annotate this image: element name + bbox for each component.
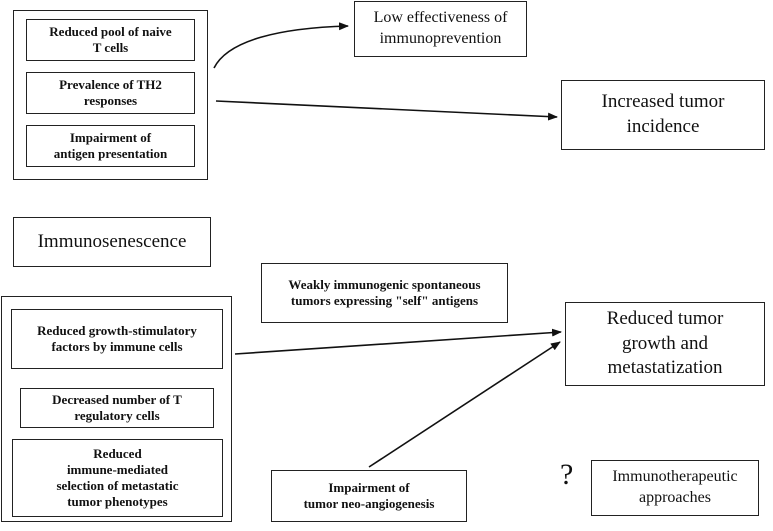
t-regulatory-box: Decreased number of T regulatory cells bbox=[20, 388, 214, 428]
top-factor-group bbox=[13, 10, 208, 180]
arrow-from-bottom-group bbox=[234, 328, 562, 355]
metastatic-selection-box: Reduced immune-mediated selection of met… bbox=[12, 439, 223, 517]
question-mark: ? bbox=[560, 458, 574, 491]
weakly-immunogenic-box: Weakly immunogenic spontaneous tumors ex… bbox=[261, 263, 508, 323]
naive-t-cells-box: Reduced pool of naive T cells bbox=[26, 19, 195, 61]
arrow-from-neo-angiogenesis bbox=[368, 341, 561, 468]
neo-angiogenesis-box: Impairment of tumor neo-angiogenesis bbox=[271, 470, 467, 522]
growth-stimulatory-box: Reduced growth-stimulatory factors by im… bbox=[11, 309, 223, 369]
bottom-factor-group bbox=[1, 296, 232, 522]
immunotherapeutic-box: Immunotherapeutic approaches bbox=[591, 460, 759, 516]
antigen-presentation-box: Impairment of antigen presentation bbox=[26, 125, 195, 167]
low-effectiveness-box: Low effectiveness of immunoprevention bbox=[354, 1, 527, 57]
arrow-to-increased-incidence bbox=[215, 100, 558, 121]
th2-responses-box: Prevalence of TH2 responses bbox=[26, 72, 195, 114]
reduced-growth-box: Reduced tumor growth and metastatization bbox=[565, 302, 765, 386]
arrow-to-low-effectiveness bbox=[213, 22, 349, 69]
increased-incidence-box: Increased tumor incidence bbox=[561, 80, 765, 150]
immunosenescence-box: Immunosenescence bbox=[13, 217, 211, 267]
